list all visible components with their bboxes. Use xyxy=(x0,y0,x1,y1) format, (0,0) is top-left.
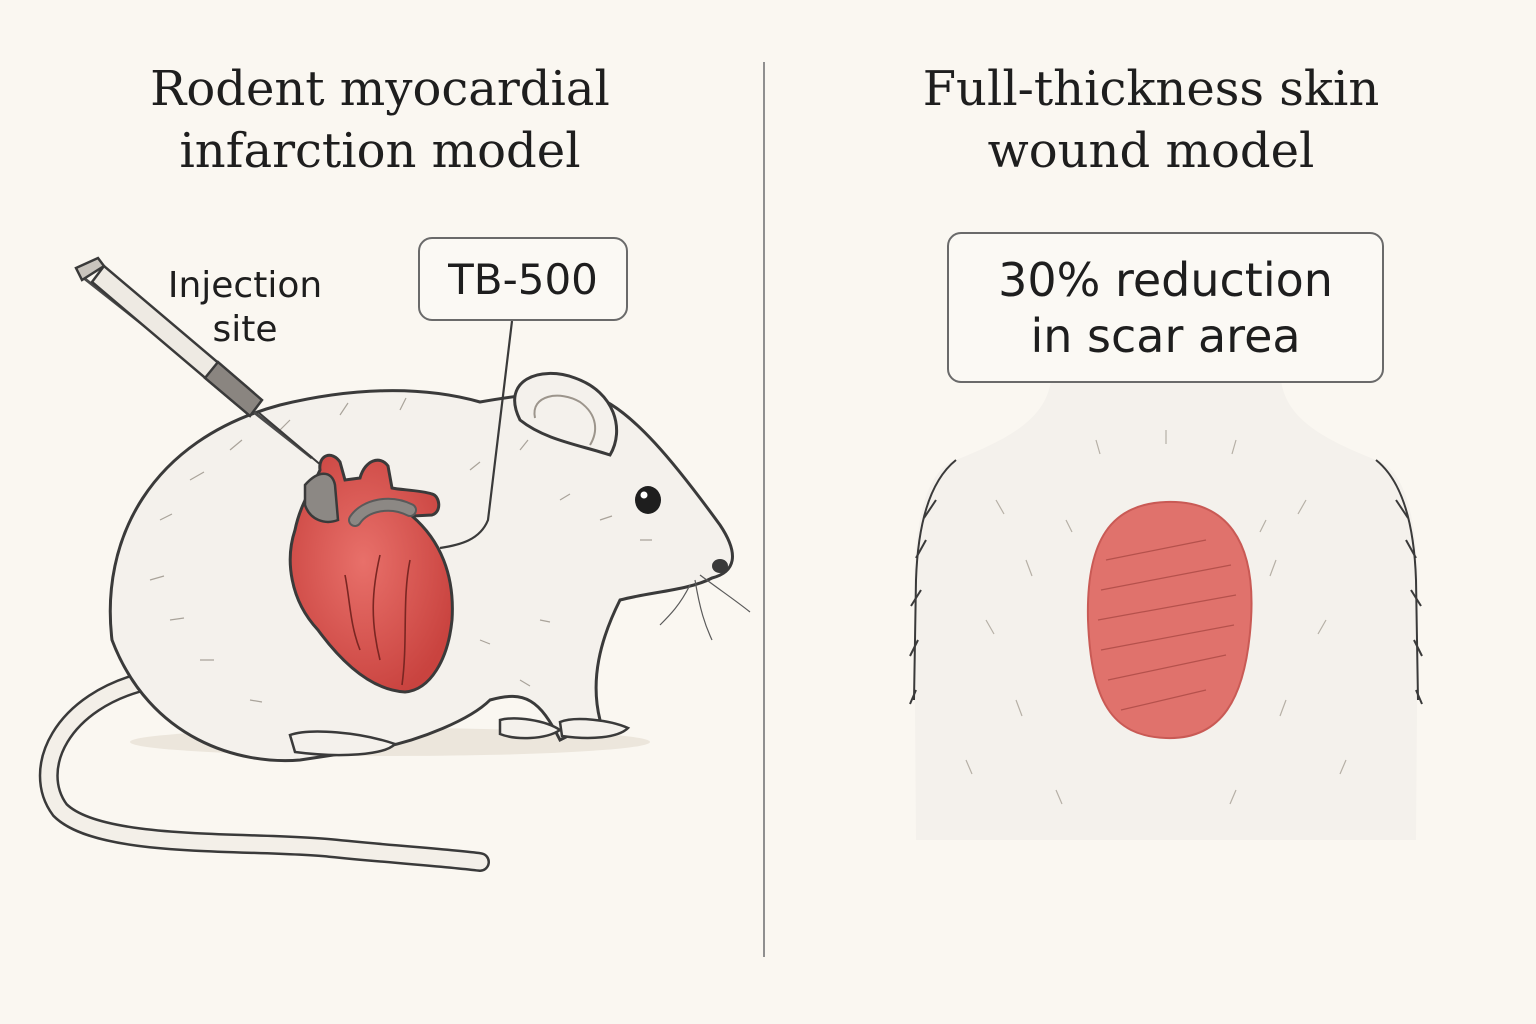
rat-ear xyxy=(513,371,619,457)
heart-veins xyxy=(344,554,411,686)
wound-icon xyxy=(1086,500,1253,740)
eye-highlight xyxy=(640,491,648,499)
right-title-line-2: wound model xyxy=(987,123,1315,179)
tb500-leader-line xyxy=(439,320,514,550)
fur-edge-left xyxy=(909,459,957,705)
injection-label-line-2: site xyxy=(212,309,278,350)
heart-vessel xyxy=(303,472,340,524)
scar-callout-line-2: in scar area xyxy=(1030,308,1301,363)
tail xyxy=(41,672,488,870)
wound-texture xyxy=(1097,539,1237,711)
right-panel: Full-thickness skin wound model 30% redu… xyxy=(766,0,1536,1024)
right-title-line-1: Full-thickness skin xyxy=(922,61,1380,117)
left-title-line-1: Rodent myocardial xyxy=(150,61,610,117)
injection-label-line-1: Injection xyxy=(167,265,323,306)
scar-callout-line-1: 30% reduction xyxy=(998,252,1333,307)
whiskers xyxy=(659,574,751,641)
fur-texture xyxy=(149,397,652,703)
skin-illustration xyxy=(909,380,1423,840)
tb500-callout: TB-500 xyxy=(418,237,628,321)
fur-edge-right xyxy=(1375,459,1423,705)
rat-illustration xyxy=(38,256,751,872)
left-panel: Rodent myocardial infarction model Injec… xyxy=(0,0,764,1024)
left-title-line-2: infarction model xyxy=(179,123,581,179)
fur-texture-right xyxy=(965,430,1347,805)
rat-eye xyxy=(635,486,661,514)
ear-inner xyxy=(533,394,597,446)
rat-nose xyxy=(712,559,728,573)
tb500-callout-text: TB-500 xyxy=(448,254,598,304)
panel-divider xyxy=(763,62,765,957)
heart-icon xyxy=(288,453,454,694)
syringe-icon xyxy=(74,256,323,467)
right-panel-title: Full-thickness skin wound model xyxy=(806,58,1496,182)
left-panel-title: Rodent myocardial infarction model xyxy=(40,58,720,182)
scar-reduction-callout: 30% reduction in scar area xyxy=(947,232,1384,383)
injection-site-label: Injection site xyxy=(140,264,350,352)
rat-feet xyxy=(288,717,631,757)
